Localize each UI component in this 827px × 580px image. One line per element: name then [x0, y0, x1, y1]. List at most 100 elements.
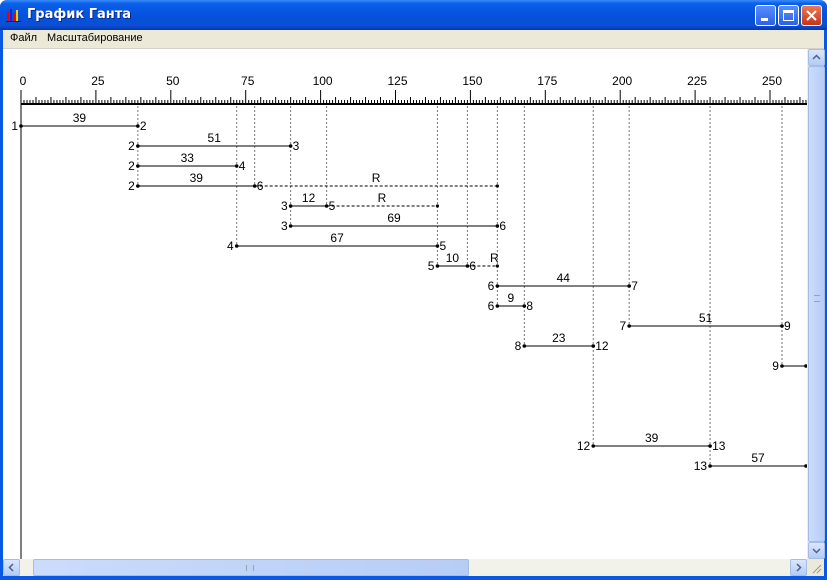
task-duration-label: 51	[208, 131, 222, 145]
task-duration-label: 39	[645, 431, 659, 445]
task-duration-label: 23	[552, 331, 566, 345]
task-end-dot	[136, 124, 140, 128]
scroll-down-button[interactable]	[808, 542, 825, 559]
task-start-dot	[495, 304, 500, 308]
ruler-tick-label: 75	[241, 74, 255, 88]
ruler-tick-label: 150	[462, 74, 482, 88]
task-start-node-label: 2	[128, 159, 135, 173]
vertical-scroll-thumb[interactable]	[808, 66, 825, 542]
scroll-right-button[interactable]	[790, 559, 807, 576]
task-start-node-label: 2	[128, 139, 135, 153]
task-end-dot	[288, 144, 293, 148]
task-start-dot	[19, 124, 23, 128]
task-end-dot	[804, 464, 807, 468]
task-duration-label: 39	[73, 111, 87, 125]
task-start-node-label: 8	[515, 339, 522, 353]
vertical-scrollbar[interactable]	[807, 49, 825, 559]
task-start-dot	[288, 224, 293, 228]
task-end-dot	[435, 244, 440, 248]
window-title: График Ганта	[27, 7, 132, 22]
minimize-icon	[761, 18, 768, 21]
horizontal-scrollbar[interactable]	[3, 559, 807, 576]
task-end-node-label: 9	[784, 319, 791, 333]
ruler-tick-label: 175	[537, 74, 557, 88]
task-duration-label: 33	[181, 151, 195, 165]
ruler-tick-label: 225	[687, 74, 707, 88]
ruler-tick-label: 50	[166, 74, 180, 88]
maximize-button[interactable]	[778, 5, 799, 26]
chevron-left-icon	[8, 563, 14, 572]
task-duration-label: 57	[751, 451, 765, 465]
task-duration-label: 9	[508, 291, 515, 305]
minimize-button[interactable]	[755, 5, 776, 26]
task-end-node-label: 8	[526, 299, 533, 313]
ruler-tick-label: 200	[612, 74, 632, 88]
reserve-end-dot	[495, 264, 499, 268]
task-end-node-label: 6	[469, 259, 476, 273]
window-frame-right	[824, 30, 827, 580]
gantt-chart-app-icon	[6, 9, 21, 22]
chevron-up-icon	[812, 54, 821, 60]
close-icon	[806, 10, 817, 21]
task-end-dot	[465, 264, 470, 268]
task-start-dot	[435, 264, 440, 268]
menu-bar: Файл Масштабирование	[3, 30, 824, 49]
task-start-dot	[136, 184, 140, 188]
task-end-dot	[522, 304, 527, 308]
ruler-tick-label: 125	[387, 74, 407, 88]
task-start-dot	[522, 344, 527, 348]
chevron-down-icon	[812, 548, 821, 554]
task-start-node-label: 12	[577, 439, 591, 453]
scroll-left-button[interactable]	[3, 559, 20, 576]
task-start-node-label: 3	[281, 199, 288, 213]
task-start-node-label: 13	[694, 459, 708, 473]
task-end-dot	[234, 164, 239, 168]
close-button[interactable]	[801, 5, 822, 26]
horizontal-scroll-thumb[interactable]	[33, 559, 469, 576]
task-end-dot	[627, 284, 631, 288]
task-start-node-label: 9	[772, 359, 779, 373]
reserve-label: R	[490, 251, 499, 265]
task-end-node-label: 13	[712, 439, 726, 453]
task-start-node-label: 5	[428, 259, 435, 273]
task-end-dot	[495, 224, 500, 228]
task-end-dot	[252, 184, 257, 188]
task-start-dot	[780, 364, 784, 368]
task-start-node-label: 2	[128, 179, 135, 193]
task-end-node-label: 5	[439, 239, 446, 253]
task-end-dot	[324, 204, 329, 208]
chevron-right-icon	[796, 563, 802, 572]
task-end-dot	[780, 324, 784, 328]
window-frame-bottom	[0, 576, 827, 580]
grip-icon	[814, 295, 820, 302]
task-start-dot	[288, 204, 293, 208]
task-end-node-label: 7	[631, 279, 638, 293]
scroll-up-button[interactable]	[808, 49, 825, 66]
resize-grip-icon	[812, 564, 822, 574]
task-start-node-label: 6	[488, 279, 495, 293]
resize-grip[interactable]	[807, 559, 824, 576]
ruler-tick-label: 100	[313, 74, 333, 88]
task-end-dot	[708, 444, 712, 448]
task-duration-label: 51	[699, 311, 713, 325]
title-bar: График Ганта	[0, 0, 827, 30]
task-start-node-label: 3	[281, 219, 288, 233]
window-frame-left	[0, 30, 3, 580]
task-start-dot	[136, 164, 140, 168]
task-start-dot	[495, 284, 500, 288]
ruler-tick-label: 250	[762, 74, 782, 88]
reserve-end-dot	[495, 184, 499, 188]
task-start-dot	[591, 444, 596, 448]
reserve-end-dot	[435, 204, 440, 208]
menu-scaling[interactable]: Масштабирование	[47, 32, 143, 44]
maximize-icon	[783, 10, 794, 21]
task-duration-label: 69	[387, 211, 401, 225]
task-end-node-label: 5	[329, 199, 336, 213]
menu-file[interactable]: Файл	[10, 32, 38, 44]
task-end-dot	[591, 344, 596, 348]
task-start-node-label: 7	[620, 319, 627, 333]
reserve-label: R	[372, 171, 381, 185]
grip-icon	[246, 565, 254, 571]
